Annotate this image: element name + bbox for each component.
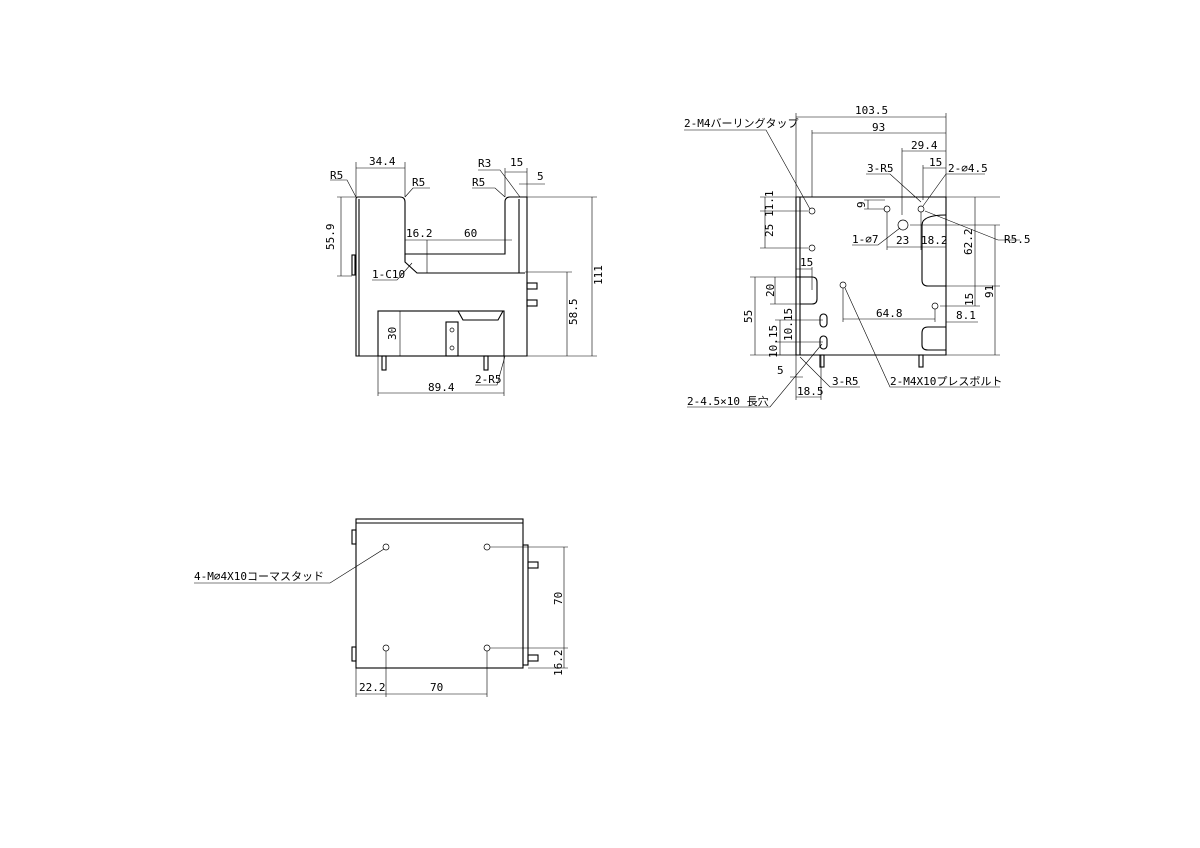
note-3-r5: 3-R5: [867, 162, 894, 175]
note-press-bolt: 2-M4X10プレスボルト: [890, 375, 1002, 388]
side-stud: [526, 282, 538, 290]
front-view-inner-step: [404, 254, 525, 274]
tap-hole: [808, 207, 816, 215]
slot-hole: [819, 313, 828, 328]
dim-5: 5: [777, 364, 784, 377]
dim-60: 60: [464, 227, 477, 240]
dim-11-1: 11.1: [763, 191, 776, 218]
front-view-outline: [355, 196, 528, 357]
dim-34-4: 34.4: [369, 155, 396, 168]
dim-103-5: 103.5: [855, 104, 888, 117]
note-c10: 1-C10: [372, 268, 405, 281]
dim-10-15: 10.15: [767, 325, 780, 358]
note-burring-tap: 2-M4バーリングタップ: [684, 116, 799, 130]
note-r3: R3: [478, 157, 491, 170]
note-r5-5: R5.5: [1004, 233, 1031, 246]
bracket-plate: [445, 321, 459, 357]
dim-5: 5: [537, 170, 544, 183]
dim-91: 91: [983, 285, 996, 298]
dim-22-2: 22.2: [359, 681, 386, 694]
dim-15: 15: [929, 156, 942, 169]
dim-15: 15: [963, 293, 976, 306]
dim-58-5: 58.5: [567, 299, 580, 326]
note-hole-4-5: 2-∅4.5: [948, 162, 988, 175]
side-stud: [527, 654, 539, 662]
bottom-dimension-lines: [194, 546, 568, 697]
stud-pin: [483, 355, 489, 371]
side-dimension-lines: [684, 113, 1020, 408]
dim-15: 15: [800, 256, 813, 269]
dim-89-4: 89.4: [428, 381, 455, 394]
side-flange: [522, 544, 529, 666]
dim-62-2: 62.2: [962, 229, 975, 256]
dim-70: 70: [552, 592, 565, 605]
dim-18-5: 18.5: [797, 385, 824, 398]
dim-10-15: 10.15: [782, 308, 795, 341]
dim-64-8: 64.8: [876, 307, 903, 320]
stud-hole: [483, 644, 491, 652]
stud-hole: [382, 644, 390, 652]
left-tab: [351, 254, 356, 276]
dim-16-2: 16.2: [552, 650, 565, 677]
side-tab: [351, 529, 357, 545]
stud-pin: [819, 354, 825, 368]
side-tab: [351, 646, 357, 662]
opening-bracket: [457, 310, 504, 321]
dim-30: 30: [386, 327, 399, 340]
dim-55: 55: [742, 310, 755, 323]
dim-20: 20: [764, 284, 777, 297]
note-2-r5: 2-R5: [475, 373, 502, 386]
bracket-hole: [449, 345, 455, 351]
stud-hole: [382, 543, 390, 551]
side-stud: [527, 561, 539, 569]
dim-15: 15: [510, 156, 523, 169]
dim-70: 70: [430, 681, 443, 694]
hole-7: [897, 219, 909, 231]
stud-hole: [483, 543, 491, 551]
dim-111: 111: [592, 265, 605, 285]
note-stud: 4-M∅4X10コーマスタッド: [194, 570, 324, 583]
note-r5: R5: [330, 169, 343, 182]
side-view: 103.5 93 29.4 15 11.1 25 9 23 18.2 62.2 …: [684, 104, 1031, 408]
hole: [917, 205, 925, 213]
bracket-hole: [449, 327, 455, 333]
note-r5: R5: [412, 176, 425, 189]
bolt-hole: [839, 281, 847, 289]
dim-23: 23: [896, 234, 909, 247]
dim-29-4: 29.4: [911, 139, 938, 152]
bottom-view-outline: [355, 518, 524, 669]
dim-8-1: 8.1: [956, 309, 976, 322]
notch: [796, 276, 818, 305]
slot-hole: [819, 335, 828, 350]
stud-pin: [918, 354, 924, 368]
right-cutout: [921, 214, 947, 287]
dim-9: 9: [855, 201, 868, 208]
note-3-r5: 3-R5: [832, 375, 859, 388]
note-slot: 2-4.5×10 長穴: [687, 394, 769, 408]
note-hole-7: 1-∅7: [852, 233, 879, 246]
dim-16-2: 16.2: [406, 227, 433, 240]
stud-pin: [381, 355, 387, 371]
front-view: 34.4 55.9 16.2 60 111 58.5 30 89.4 15 5 …: [324, 155, 605, 396]
front-dimension-lines: [330, 162, 597, 396]
dim-93: 93: [872, 121, 885, 134]
tap-hole: [808, 244, 816, 252]
side-stud: [526, 299, 538, 307]
dim-25: 25: [763, 224, 776, 237]
dim-55-9: 55.9: [324, 224, 337, 251]
bottom-view: 70 16.2 22.2 70 4-M∅4X10コーマスタッド: [194, 518, 568, 697]
note-r5: R5: [472, 176, 485, 189]
dim-18-2: 18.2: [921, 234, 948, 247]
bolt-hole: [931, 302, 939, 310]
right-cutout-lower: [921, 326, 946, 351]
